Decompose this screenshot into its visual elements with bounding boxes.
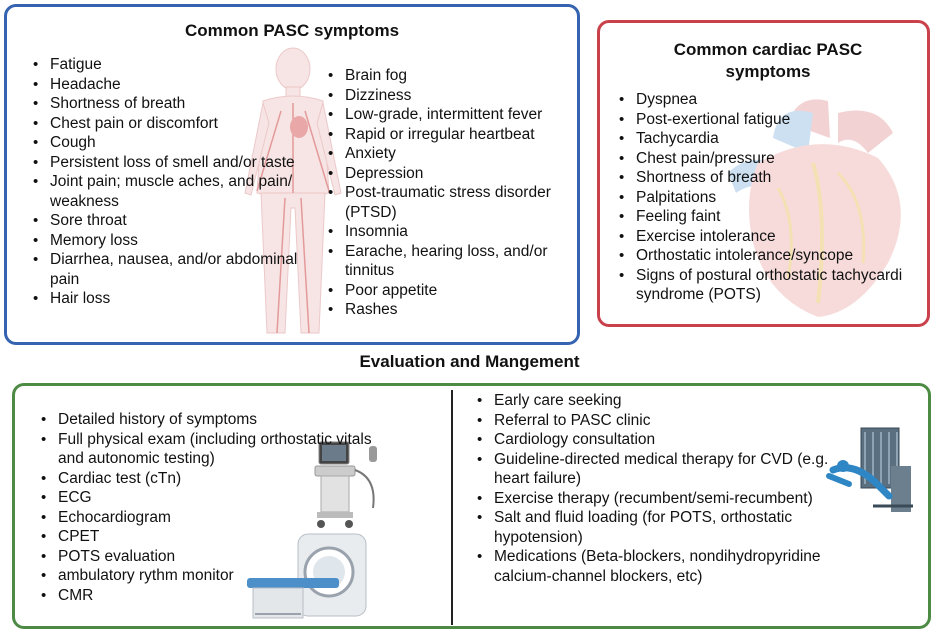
list-item: ambulatory rythm monitor bbox=[38, 566, 378, 586]
pasc-symptom-list-left: Fatigue Headache Shortness of breath Che… bbox=[30, 55, 302, 309]
list-item: Palpitations bbox=[616, 188, 916, 208]
list-item: Dizziness bbox=[325, 86, 575, 106]
list-item: Chest pain/pressure bbox=[616, 149, 916, 169]
list-item: Post-exertional fatigue bbox=[616, 110, 916, 130]
list-item: Rapid or irregular heartbeat bbox=[325, 125, 575, 145]
list-item: CPET bbox=[38, 527, 378, 547]
list-item: Anxiety bbox=[325, 144, 575, 164]
list-item: Tachycardia bbox=[616, 129, 916, 149]
list-item: Insomnia bbox=[325, 222, 575, 242]
list-item: Rashes bbox=[325, 300, 575, 320]
list-item: POTS evaluation bbox=[38, 547, 378, 567]
evaluation-column-divider bbox=[451, 390, 453, 625]
list-item: Poor appetite bbox=[325, 281, 575, 301]
list-item: Joint pain; muscle aches, and pain/ weak… bbox=[30, 172, 302, 211]
list-item: Brain fog bbox=[325, 66, 575, 86]
list-item: ECG bbox=[38, 488, 378, 508]
list-item: Chest pain or discomfort bbox=[30, 114, 302, 134]
exercise-bike-icon bbox=[826, 427, 913, 512]
list-item: Salt and fluid loading (for POTS, orthos… bbox=[474, 508, 834, 547]
list-item: Exercise intolerance bbox=[616, 227, 916, 247]
list-item: Post-traumatic stress disorder (PTSD) bbox=[325, 183, 575, 222]
pasc-symptoms-panel: Common PASC symptoms Fatigue Headache Sh… bbox=[4, 4, 580, 345]
list-item: Detailed history of symptoms bbox=[38, 410, 378, 430]
list-item: Guideline-directed medical therapy for C… bbox=[474, 450, 834, 489]
list-item: Echocardiogram bbox=[38, 508, 378, 528]
list-item: CMR bbox=[38, 586, 378, 606]
list-item: Referral to PASC clinic bbox=[474, 411, 834, 431]
list-item: Diarrhea, nausea, and/or abdominal pain bbox=[30, 250, 302, 289]
list-item: Orthostatic intolerance/syncope bbox=[616, 246, 916, 266]
list-item: Depression bbox=[325, 164, 575, 184]
list-item: Earache, hearing loss, and/or tinnitus bbox=[325, 242, 575, 281]
evaluation-list-left: Detailed history of symptoms Full physic… bbox=[38, 410, 378, 605]
list-item: Full physical exam (including orthostati… bbox=[38, 430, 378, 469]
list-item: Hair loss bbox=[30, 289, 302, 309]
list-item: Feeling faint bbox=[616, 207, 916, 227]
list-item: Early care seeking bbox=[474, 391, 834, 411]
list-item: Cardiology consultation bbox=[474, 430, 834, 450]
list-item: Fatigue bbox=[30, 55, 302, 75]
cardiac-symptoms-panel: Common cardiac PASC symptoms Dyspnea Pos… bbox=[597, 20, 930, 327]
evaluation-title: Evaluation and Mangement bbox=[359, 352, 580, 371]
cardiac-title: Common cardiac PASC symptoms bbox=[673, 40, 863, 81]
pasc-symptom-list-right: Brain fog Dizziness Low-grade, intermitt… bbox=[325, 66, 575, 320]
list-item: Dyspnea bbox=[616, 90, 916, 110]
list-item: Cardiac test (cTn) bbox=[38, 469, 378, 489]
list-item: Persistent loss of smell and/or taste bbox=[30, 153, 302, 173]
evaluation-list-right: Early care seeking Referral to PASC clin… bbox=[474, 391, 834, 586]
list-item: Medications (Beta-blockers, nondihydropy… bbox=[474, 547, 834, 586]
list-item: Memory loss bbox=[30, 231, 302, 251]
list-item: Cough bbox=[30, 133, 302, 153]
list-item: Headache bbox=[30, 75, 302, 95]
cardiac-symptom-list: Dyspnea Post-exertional fatigue Tachycar… bbox=[616, 90, 916, 305]
evaluation-panel: Detailed history of symptoms Full physic… bbox=[12, 383, 931, 629]
list-item: Shortness of breath bbox=[616, 168, 916, 188]
list-item: Signs of postural orthostatic tachycardi… bbox=[616, 266, 916, 305]
pasc-title: Common PASC symptoms bbox=[184, 21, 400, 40]
list-item: Low-grade, intermittent fever bbox=[325, 105, 575, 125]
list-item: Exercise therapy (recumbent/semi-recumbe… bbox=[474, 489, 834, 509]
list-item: Shortness of breath bbox=[30, 94, 302, 114]
list-item: Sore throat bbox=[30, 211, 302, 231]
